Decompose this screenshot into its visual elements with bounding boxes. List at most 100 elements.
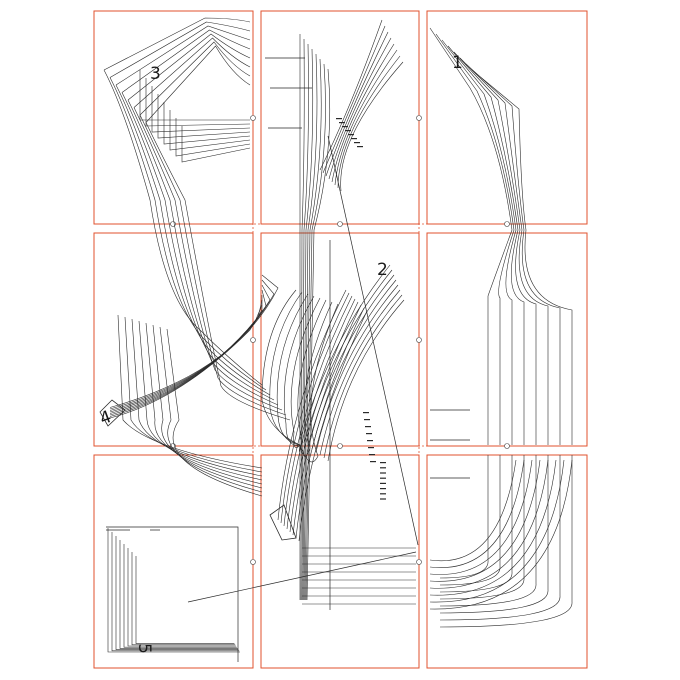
piece1-front-outline (447, 45, 525, 445)
piece1-hem-grade (439, 455, 549, 614)
piece1-front-outline (429, 27, 513, 445)
grade-label (380, 467, 386, 469)
pattern-pieces (99, 17, 573, 662)
grainline (327, 135, 419, 546)
alignment-marks (170, 115, 510, 565)
piece3-neck-grade (145, 78, 251, 127)
piece1-lower-grade (429, 459, 533, 575)
piece2-armscye (283, 295, 315, 446)
grade-label (367, 440, 373, 442)
grade-label (380, 488, 386, 490)
piece4-curve (109, 289, 267, 413)
piece3-shoulder-line (121, 29, 251, 93)
grade-label (348, 134, 354, 136)
piece1-front-outline (465, 63, 561, 445)
piece1-front-outline (459, 57, 549, 445)
piece3-shoulder-line (139, 41, 251, 116)
grade-label (357, 146, 363, 148)
piece1-front-outline (435, 33, 515, 445)
alignment-mark (416, 337, 422, 343)
piece1-lower-grade (429, 459, 573, 610)
piece4-side (131, 318, 263, 477)
grade-label (368, 447, 374, 449)
piece2-curve (299, 264, 391, 441)
grade-label (336, 118, 342, 120)
piece2-center-grade (306, 68, 331, 601)
alignment-mark (337, 443, 343, 449)
piece3-shoulder-line (133, 37, 251, 108)
piece2-armscye (276, 293, 309, 446)
piece2-center-grade (301, 43, 309, 601)
grade-label (380, 493, 386, 495)
piece5-facing-outline (135, 556, 235, 644)
piece4-side (166, 328, 263, 497)
grade-label (380, 472, 386, 474)
piece3-neck-grade (151, 86, 251, 133)
piece1-hem-grade (439, 455, 501, 586)
piece2-center-grade (304, 58, 322, 601)
piece3-armhole-side (115, 84, 271, 396)
piece2-strap-lower (298, 310, 368, 542)
piece2-curve (319, 289, 401, 456)
piece5-facing-outline (107, 528, 240, 653)
piece3-neck-grade (169, 110, 251, 151)
piece2-curve (303, 269, 393, 444)
piece2-armscye (299, 303, 339, 463)
grade-label (369, 454, 375, 456)
piece1-lower-grade (429, 459, 557, 596)
grade-label (339, 122, 345, 124)
piece3-armhole-side (127, 99, 279, 406)
tile-r1-c1 (93, 10, 254, 225)
piece2-strap-top (337, 55, 401, 189)
piece4-curve (109, 304, 263, 417)
piece2-center-grade (302, 48, 314, 601)
piece3-shoulder-line (103, 17, 251, 71)
piece5-facing-outline (115, 536, 239, 650)
piece5-facing-outline (127, 548, 236, 647)
piece2-curve (327, 299, 405, 462)
grade-label (380, 482, 386, 484)
piece3-shoulder-line (109, 21, 251, 78)
piece3-armhole-side (133, 107, 283, 411)
piece2-strap-lower (283, 295, 353, 527)
alignment-mark (504, 221, 510, 227)
piece3-armhole-side (121, 92, 275, 401)
piece3-armhole-side (145, 122, 291, 421)
tile-r3-c3 (426, 454, 588, 669)
piece3-neck-grade (181, 126, 251, 163)
piece2-end (269, 504, 297, 541)
piece3-armhole-side (103, 69, 263, 386)
piece5-facing-outline (119, 540, 238, 649)
alignment-mark (250, 115, 256, 121)
grade-label (354, 142, 360, 144)
tile-r3-c1 (93, 454, 254, 669)
piece1-lower-grade (429, 459, 541, 582)
piece4-curve (109, 309, 263, 419)
piece2-strap-top (334, 49, 398, 186)
piece2-strap-top (322, 25, 386, 174)
piece3-neck-grade (175, 118, 251, 157)
piece3-armhole-side (109, 77, 267, 391)
alignment-mark (250, 559, 256, 565)
grade-label (366, 433, 372, 435)
piece5-facing-outline (111, 532, 240, 652)
piece3-neck-grade (157, 94, 251, 139)
piece2-strap-lower (280, 292, 350, 524)
piece3-shoulder-line (115, 25, 251, 86)
piece2-curve (323, 294, 403, 459)
piece4-curve (109, 299, 263, 416)
piece5-facing-outline (123, 544, 237, 648)
piece-number-2: 2 (377, 260, 388, 280)
piece3-shoulder-line (145, 45, 251, 123)
piece1-hem-grade (439, 455, 513, 593)
piece2-center-grade (300, 38, 305, 601)
piece2-curve (311, 279, 397, 450)
piece1-lower-grade (429, 459, 565, 603)
piece2-strap-top (340, 61, 404, 192)
grade-label (380, 462, 386, 464)
piece-number-3: 3 (150, 64, 161, 84)
piece1-hem-grade (439, 455, 573, 628)
grade-label (380, 477, 386, 479)
